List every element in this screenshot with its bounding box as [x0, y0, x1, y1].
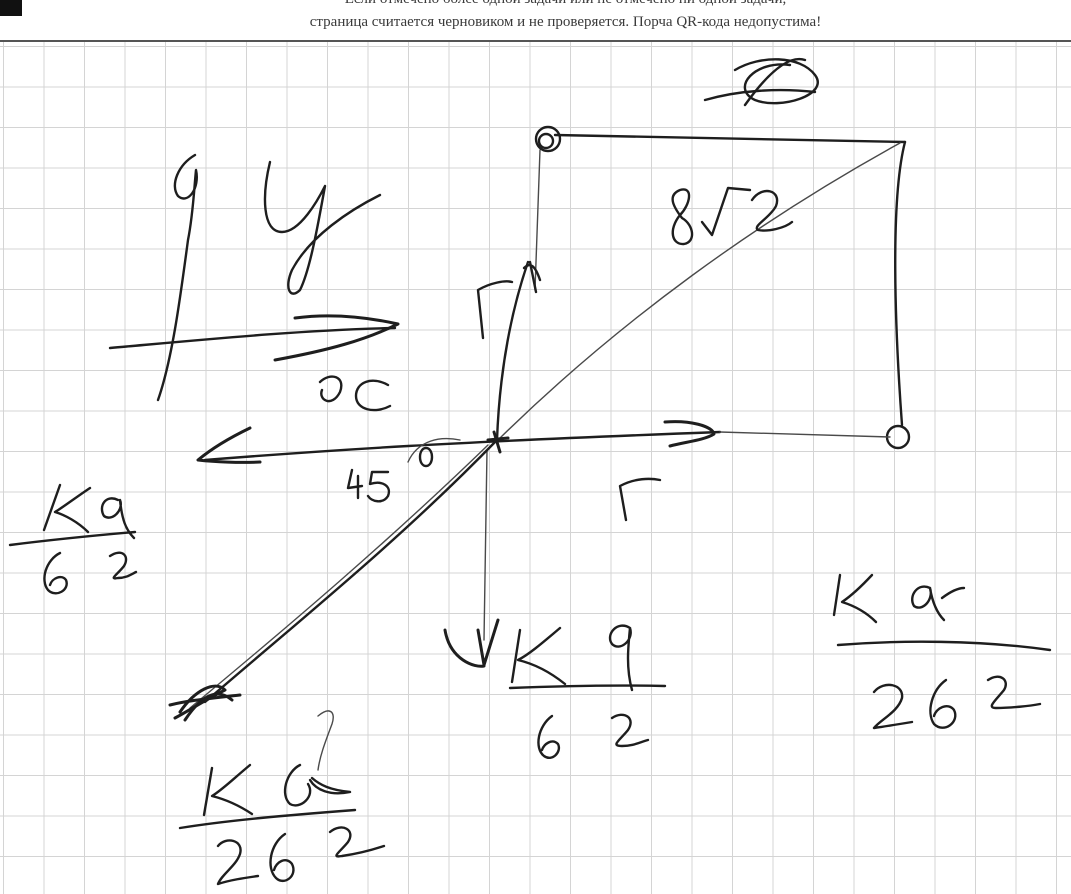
- right-arrow: [663, 420, 716, 448]
- vertical-axis: [495, 260, 530, 442]
- horizontal-axis: [203, 430, 722, 462]
- crossed-out-scribble-bottom: [168, 684, 242, 722]
- diagonal-lower-line: [203, 438, 499, 704]
- axis-label-y: [263, 160, 382, 295]
- fraction-right: [832, 573, 1052, 730]
- square-frame: [534, 133, 907, 427]
- fraction-bottom-center: [508, 624, 667, 759]
- fraction-left: [8, 483, 138, 595]
- charge-circle-top-left: [534, 125, 562, 153]
- header-divider: [0, 40, 1071, 42]
- axis-horizontal-arrow: [108, 314, 400, 362]
- fraction-bottom-left: [178, 710, 386, 886]
- axis-label-x: [318, 375, 392, 412]
- axis-label-q: [156, 153, 198, 402]
- header-notice-line-2: страница считается черновиком и не прове…: [309, 14, 822, 30]
- header-notice-line-1: Если отмечено более одной задачи или не …: [60, 0, 1071, 8]
- down-arrow: [443, 618, 500, 668]
- field-label-upper: [476, 280, 514, 340]
- field-label-lower: [618, 477, 662, 522]
- graph-paper-grid: [0, 42, 1071, 894]
- left-arrow: [196, 426, 262, 464]
- crossed-out-scribble-top: [703, 57, 819, 107]
- sheet-header: Если отмечено более одной задачи или не …: [0, 0, 1071, 42]
- diagonal-line: [497, 142, 901, 441]
- diagonal-label: [671, 186, 794, 246]
- qr-corner-mark: [0, 0, 22, 16]
- angle-label: [346, 437, 461, 503]
